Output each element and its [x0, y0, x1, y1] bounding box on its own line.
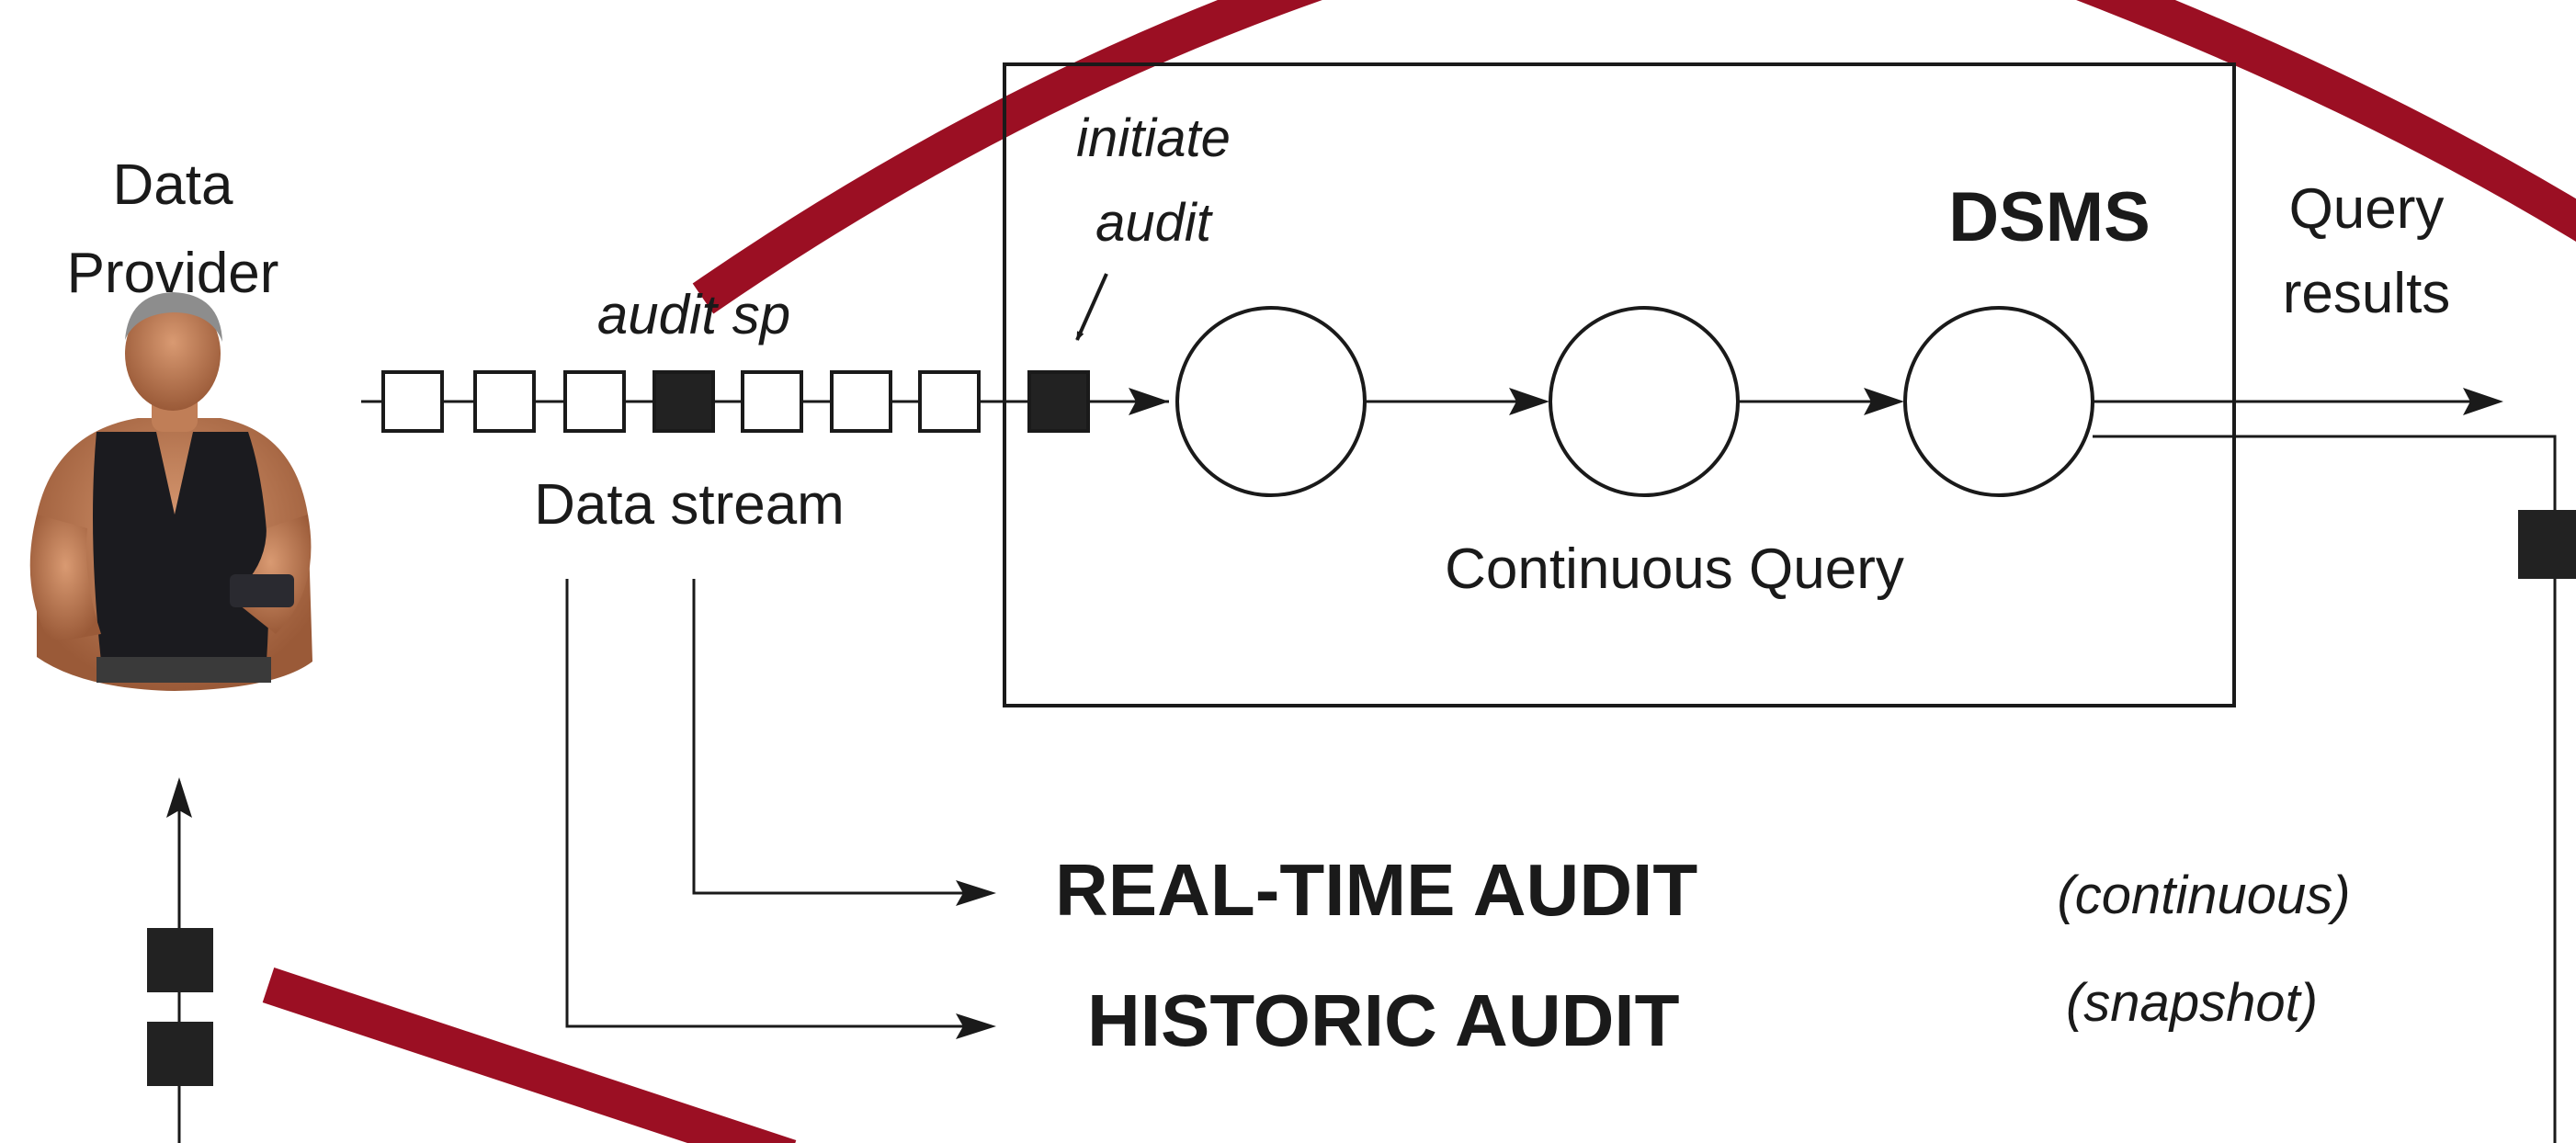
- overlay-curve-bottom: [262, 967, 797, 1143]
- provider-label-line2: Provider: [67, 242, 279, 305]
- audit-sp-label: audit sp: [597, 284, 790, 345]
- overlay-curve-top-left: [692, 0, 1322, 314]
- query-results-label-line2: results: [2283, 262, 2451, 325]
- data-provider-avatar: [29, 292, 312, 691]
- historic-audit-branch: [565, 579, 991, 1028]
- data-stream-label: Data stream: [534, 473, 845, 537]
- query-results-arrowhead: [2463, 388, 2503, 415]
- feedback-tuple: [2518, 510, 2576, 579]
- realtime-audit-label: REAL-TIME AUDIT: [1055, 849, 1697, 931]
- historic-audit-label: HISTORIC AUDIT: [1087, 979, 1680, 1061]
- query-operator: [1175, 306, 1367, 497]
- realtime-audit-branch: [692, 579, 991, 895]
- feedback-path: [2093, 435, 2557, 1143]
- return-tuple: [147, 928, 213, 992]
- historic-audit-mode: (snapshot): [2066, 973, 2318, 1033]
- dsms-box: [1003, 62, 2236, 707]
- return-path-arrowhead: [166, 777, 192, 818]
- initiate-audit-tuple: [1027, 370, 1090, 433]
- query-results-label-line1: Query: [2289, 177, 2445, 241]
- initiate-audit-label-line1: initiate: [1076, 108, 1231, 168]
- realtime-audit-arrowhead: [956, 880, 996, 906]
- continuous-query-label: Continuous Query: [1445, 538, 1904, 601]
- operator-link-arrowhead: [1509, 388, 1549, 415]
- query-operator: [1903, 306, 2094, 497]
- provider-label-line1: Data: [113, 153, 233, 217]
- stream-tuple: [741, 370, 803, 433]
- stream-tuple: [473, 370, 536, 433]
- initiate-audit-pointer: [1075, 273, 1108, 341]
- dsms-title: DSMS: [1948, 178, 2150, 256]
- historic-audit-arrowhead: [956, 1013, 996, 1039]
- initiate-audit-label-line2: audit: [1095, 193, 1214, 253]
- query-operator: [1549, 306, 1740, 497]
- return-tuple: [147, 1022, 213, 1086]
- audit-sp-tuple: [653, 370, 715, 433]
- stream-tuple: [563, 370, 626, 433]
- stream-tuple: [918, 370, 981, 433]
- stream-tuple: [830, 370, 892, 433]
- stream-arrowhead: [1129, 388, 1169, 415]
- realtime-audit-mode: (continuous): [2057, 866, 2350, 925]
- overlay-curve-top-right: [2076, 0, 2576, 243]
- operator-link-arrowhead: [1864, 388, 1904, 415]
- stream-tuple: [381, 370, 444, 433]
- data-stream: [361, 370, 1169, 433]
